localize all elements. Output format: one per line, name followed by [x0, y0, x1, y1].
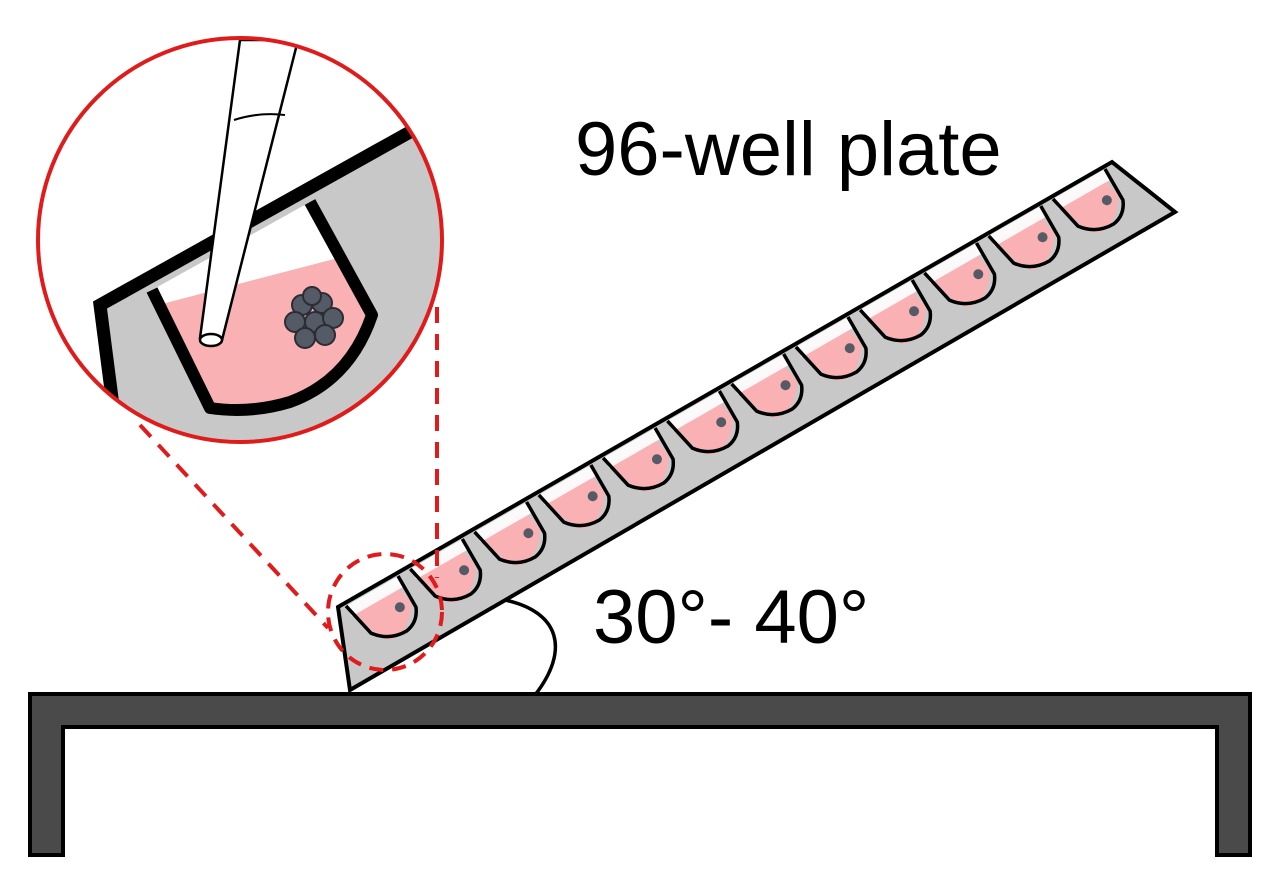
well-medium	[610, 437, 669, 492]
spheroid-dot	[651, 454, 662, 465]
spheroid-dot	[459, 565, 470, 576]
well-plate	[335, 159, 1179, 694]
spheroid-dot	[973, 269, 984, 280]
angle-label: 30°- 40°	[593, 575, 870, 660]
plate-label: 96-well plate	[575, 107, 1002, 192]
spheroid-dot	[909, 306, 920, 317]
well-headspace	[988, 205, 1047, 247]
well-outline	[666, 390, 740, 454]
well-outline	[409, 538, 483, 602]
well-outline	[858, 279, 933, 343]
well-headspace	[860, 279, 919, 321]
well-headspace	[346, 575, 405, 617]
well-headspace	[538, 464, 597, 506]
zoom-target-circle	[326, 552, 444, 672]
well-medium	[739, 363, 797, 418]
well-outline	[1051, 168, 1125, 232]
well	[601, 427, 676, 492]
well-medium	[1060, 178, 1119, 233]
well	[409, 538, 483, 603]
well-outline	[473, 501, 547, 565]
well-outline	[601, 427, 676, 491]
spheroid-dot	[780, 380, 791, 391]
well	[473, 501, 547, 566]
spheroid-dot	[716, 417, 727, 428]
well	[987, 205, 1061, 270]
well	[858, 279, 933, 344]
zoom-connector-left	[138, 423, 330, 630]
well-headspace	[924, 242, 983, 284]
spheroid-dot	[1101, 195, 1112, 206]
well-outline	[987, 205, 1061, 269]
well-medium	[867, 289, 926, 344]
magnified-well	[146, 199, 378, 416]
well-headspace	[795, 316, 854, 358]
magnifier-ring	[36, 36, 444, 444]
well	[923, 242, 997, 307]
well-headspace	[474, 501, 533, 543]
spheroid-dot	[587, 491, 598, 502]
well-medium	[353, 585, 412, 640]
cell-spheroid	[284, 286, 344, 349]
well	[1051, 168, 1125, 233]
well	[344, 575, 418, 640]
well-medium	[546, 474, 605, 529]
spheroid-dot	[394, 602, 405, 613]
well-medium	[931, 252, 990, 307]
well-medium	[996, 215, 1054, 270]
well-headspace	[410, 538, 469, 580]
well	[730, 353, 804, 418]
well-headspace	[1053, 168, 1112, 210]
well	[537, 464, 611, 529]
well-headspace	[667, 390, 726, 432]
well-medium	[674, 400, 733, 455]
well-headspace	[603, 427, 662, 469]
spheroid-dot	[844, 343, 855, 354]
well-outline	[537, 464, 611, 528]
table	[28, 692, 1252, 857]
well-medium	[803, 326, 862, 381]
well-headspace	[731, 353, 790, 395]
angle-arc	[504, 598, 558, 697]
well-outline	[344, 575, 418, 639]
well-outline	[794, 316, 868, 380]
well	[666, 390, 740, 455]
well-outline	[923, 242, 997, 306]
well-medium	[417, 548, 476, 603]
magnified-well-view	[36, 36, 444, 444]
spheroid-dot	[523, 528, 534, 539]
well	[794, 316, 868, 381]
well-outline	[730, 353, 804, 417]
well-medium	[482, 511, 540, 566]
spheroid-dot	[1037, 232, 1048, 243]
